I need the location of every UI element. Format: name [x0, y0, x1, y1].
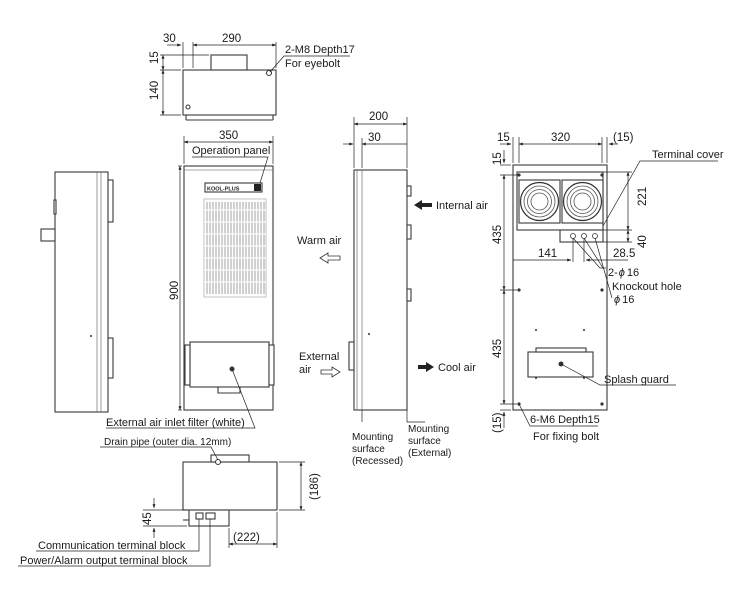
operation-panel	[204, 182, 263, 193]
fixing-spec-label: 6-M6 Depth15	[530, 414, 600, 426]
dim-hole-offset: 28.5	[613, 248, 635, 260]
panel-display-icon	[254, 184, 261, 191]
mount-recessed-2: surface	[352, 444, 385, 455]
warm-air-label: Warm air	[297, 235, 342, 247]
arrow-solid-icon	[414, 200, 432, 210]
dim-rear-upper: 435	[492, 225, 504, 244]
inlet-filter-label: External air inlet filter (white)	[106, 417, 245, 429]
panel-brand: KOOL-PLUS	[207, 187, 240, 193]
inlet-filter	[189, 341, 270, 388]
knockout-hole-label: Knockout hole	[612, 281, 682, 293]
top-view: 30 290 15 140 2-M8 Depth17 For eyebolt	[149, 33, 355, 121]
external-air-label-2: air	[299, 364, 312, 376]
mount-external-3: (External)	[408, 448, 451, 459]
dim-side-depth-small: 30	[368, 132, 381, 144]
left-side-view	[40, 171, 114, 413]
dim-top-width: 290	[222, 33, 241, 45]
fan-icon	[561, 179, 604, 224]
arrow-hollow-icon	[319, 252, 341, 264]
cool-air-label: Cool air	[438, 362, 476, 374]
dim-rear-left: 15	[497, 132, 510, 144]
knockout-hole	[581, 233, 587, 239]
dim-top-depth-small: 15	[149, 51, 161, 64]
comm-terminal-block	[195, 512, 204, 520]
bottom-view: (186) 45 (222) Drain pipe (outer dia. 12…	[18, 437, 321, 567]
fixing-note-label: For fixing bolt	[533, 431, 599, 443]
left-side-pipe	[40, 228, 56, 242]
arrow-hollow-icon	[320, 366, 341, 378]
dim-bottom-width: (222)	[233, 532, 260, 544]
dim-rear-lower: 435	[492, 339, 504, 358]
dim-rear-bottom: (15)	[492, 412, 504, 433]
dim-hole-from-left: 141	[538, 248, 557, 260]
front-grille	[203, 198, 267, 298]
mount-external-2: surface	[408, 436, 441, 447]
dim-bottom-depth: (186)	[309, 473, 321, 500]
knockout-hole	[592, 233, 598, 239]
power-terminal-block	[205, 512, 216, 520]
mount-recessed-3: (Recessed)	[352, 456, 403, 467]
dim-top-height: 140	[149, 81, 161, 100]
dim-side-depth: 200	[369, 111, 388, 123]
dim-rear-top: 15	[492, 152, 504, 165]
rear-view: 15 320 (15) 15 435 435 (15) 221 40 141 2…	[492, 132, 724, 443]
dim-terminal-gap: 40	[637, 235, 649, 248]
dim-top-offset: 30	[163, 33, 176, 45]
arrow-solid-icon	[418, 362, 434, 372]
top-view-block	[210, 54, 248, 71]
dim-front-width: 350	[219, 130, 238, 142]
dim-bottom-small: 45	[142, 512, 154, 525]
dim-terminal-height: 221	[637, 187, 649, 206]
splash-guard-label: Splash guard	[604, 374, 669, 386]
drain-pipe-label: Drain pipe (outer dia. 12mm)	[104, 437, 231, 448]
dim-front-height: 900	[169, 281, 181, 300]
mount-recessed-1: Mounting	[352, 432, 393, 443]
fan-icon	[518, 179, 561, 224]
dim-rear-right: (15)	[613, 132, 634, 144]
front-view: KOOL-PLUS 350 900 Operation panel Extern…	[106, 130, 275, 429]
eyebolt-spec-label: 2-M8 Depth17	[285, 44, 355, 56]
terminal-cover-label: Terminal cover	[652, 149, 724, 161]
comm-block-label: Communication terminal block	[38, 540, 186, 552]
top-view-body	[182, 69, 277, 116]
power-block-label: Power/Alarm output terminal block	[20, 555, 188, 567]
mount-external-1: Mounting	[408, 424, 449, 435]
left-side-body	[54, 171, 109, 413]
knockout-hole	[570, 233, 576, 239]
bottom-view-body	[182, 461, 278, 511]
external-air-label-1: External	[299, 351, 339, 363]
drain-pipe	[214, 458, 222, 466]
dim-rear-width: 320	[551, 132, 570, 144]
right-side-body	[353, 169, 408, 411]
eyebolt-note-label: For eyebolt	[285, 58, 340, 70]
right-side-view: 200 30 Internal air Warm air External ai…	[297, 111, 488, 467]
operation-panel-label: Operation panel	[192, 145, 270, 157]
eyebolt-hole	[185, 104, 191, 110]
internal-air-label: Internal air	[436, 200, 488, 212]
